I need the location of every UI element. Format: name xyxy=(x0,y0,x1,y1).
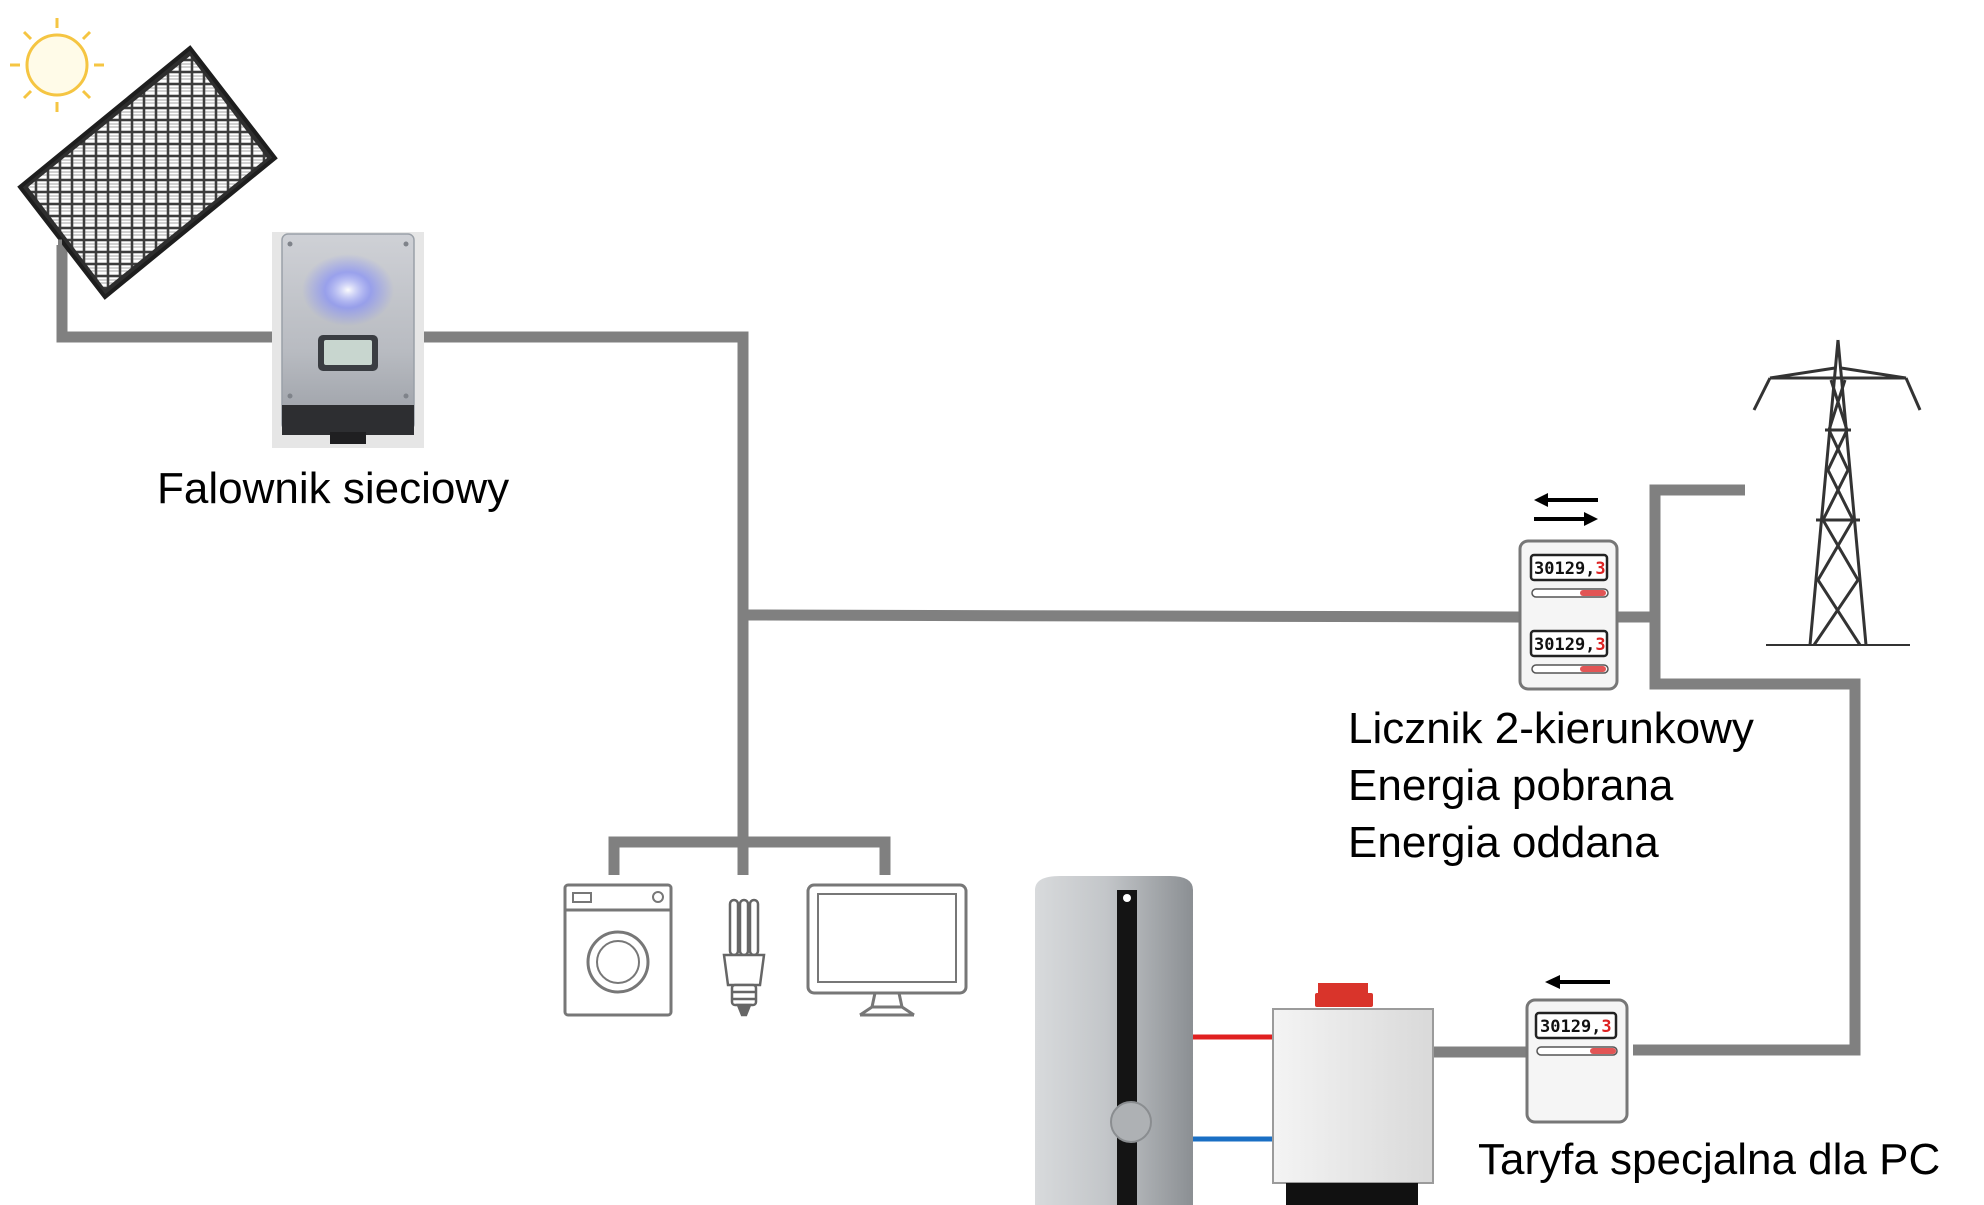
svg-text:30129,3: 30129,3 xyxy=(1540,1017,1612,1037)
wire-bus-to-meter xyxy=(743,615,1520,617)
pipes xyxy=(1193,1037,1273,1139)
meter-label-line-1: Licznik 2-kierunkowy xyxy=(1348,700,1754,757)
meter-label-line-2: Energia pobrana xyxy=(1348,757,1754,814)
svg-text:30129,3: 30129,3 xyxy=(1534,559,1606,579)
storage-tank-icon xyxy=(1035,876,1193,1205)
wire-appliance-branch xyxy=(614,842,885,875)
special-tariff-label: Taryfa specjalna dla PC xyxy=(1478,1131,1940,1188)
heat-pump-unit-icon xyxy=(1273,983,1433,1205)
meter-reading-bottom: 30129, xyxy=(1534,635,1595,655)
meter-reading-tariff: 30129, xyxy=(1540,1017,1601,1037)
wire-inverter-to-bus xyxy=(420,337,743,875)
bidirectional-meter: 30129,3 30129,3 xyxy=(1520,493,1617,689)
light-bulb-icon xyxy=(724,900,764,1015)
monitor-icon xyxy=(808,885,966,1015)
sun-icon xyxy=(10,18,104,112)
washing-machine-icon xyxy=(565,885,671,1015)
meter-reading-top: 30129, xyxy=(1534,559,1595,579)
inverter-icon xyxy=(272,232,424,448)
svg-text:30129,3: 30129,3 xyxy=(1534,635,1606,655)
meter-label-line-3: Energia oddana xyxy=(1348,814,1754,871)
bidirectional-meter-label: Licznik 2-kierunkowy Energia pobrana Ene… xyxy=(1348,700,1754,871)
wire-meter-to-grid xyxy=(1615,490,1745,617)
inverter-label: Falownik sieciowy xyxy=(157,460,509,517)
power-pylon-icon xyxy=(1754,340,1920,645)
tariff-meter: 30129,3 xyxy=(1527,975,1627,1122)
arrow-icon xyxy=(1545,975,1610,989)
arrow-icon xyxy=(1534,493,1598,526)
